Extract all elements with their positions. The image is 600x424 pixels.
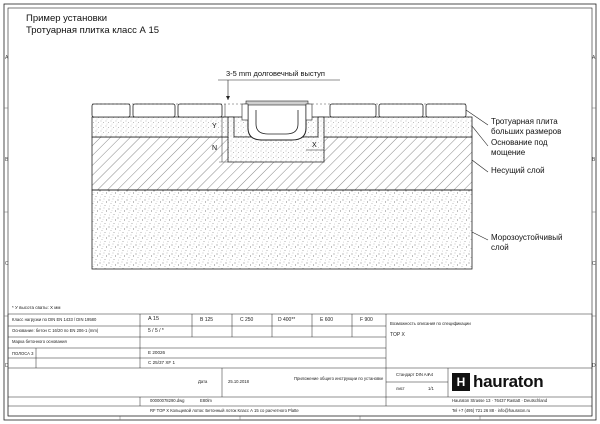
layer-label-bearing: Несущий слой [491, 166, 545, 175]
zone-ticks [4, 107, 596, 420]
logo-wordmark: hauraton [473, 372, 544, 391]
logo-mark: H [452, 373, 470, 391]
margin-letter-left: D [5, 363, 9, 369]
date-label: Дата [198, 379, 208, 384]
row-code: ПОЛОСА 3 [12, 351, 34, 356]
class-cell: D 400** [278, 317, 296, 323]
margin-letter-right: B [592, 157, 596, 163]
drawing-number: 00000078290.dwg [150, 398, 185, 403]
dimension-x: X [312, 142, 317, 149]
layer-label-bedding: мощение [491, 148, 526, 157]
sheet-label: лист [396, 386, 405, 391]
company-address: Hauraton Strasse 13 · 76437 Rastatt · De… [452, 398, 548, 403]
margin-letter-left: C [5, 261, 9, 267]
margin-letter-right: D [592, 363, 596, 369]
footnote: * У высота сваты: Х мм [12, 305, 61, 310]
foundation-label: Основание: бетон C 16/20 по EN 206-1 (mm… [12, 328, 99, 333]
bottom-caption: RF TOP X Кольцевой лоток: Бетонный лоток… [150, 408, 299, 413]
revision: E80lm [200, 398, 212, 403]
row-value: С 25/37 XF 1 [148, 360, 176, 365]
margin-letter-left: B [5, 157, 9, 163]
row-value: Е 20026 [148, 350, 166, 355]
channel-grate [245, 100, 309, 106]
class-cell: B 125 [200, 317, 214, 323]
spec-note: Возможность описания по спецификации [390, 321, 471, 326]
concrete-grade-label: Марка бетонного основания [12, 339, 67, 344]
company-contact: Tel +7 (495) 721 26 88 · info@hauraton.r… [452, 408, 531, 413]
drawing-title: Пример установки [26, 13, 108, 24]
dimension-y: Y [212, 123, 217, 130]
dimension-label: 3-5 mm долговечный выступ [226, 69, 325, 78]
channel-body [247, 104, 307, 141]
foundation-value: 5 / 5 / * [148, 328, 164, 334]
margin-letter-right: C [592, 261, 596, 267]
frost-layer [91, 189, 473, 270]
margin-letter-left: A [5, 55, 9, 61]
drawing-subtitle: Тротуарная плитка класс А 15 [26, 25, 160, 36]
class-cell: C 250 [240, 317, 254, 323]
product-name: TOP X [390, 332, 405, 338]
doc-note: Приложение общего инструкции по установк… [294, 376, 384, 381]
layer-label-bedding: Основание под [491, 138, 548, 147]
load-class-label: Класс нагрузки по DIN EN 1433 / DIN 1958… [12, 317, 97, 322]
date-value: 25.10.2018 [228, 379, 249, 384]
leader-lines [465, 109, 489, 241]
margin-letter-right: A [592, 55, 596, 61]
standard-value: A4 [428, 372, 434, 377]
sheet-value: 1/1 [428, 386, 434, 391]
title-block-grid [7, 313, 593, 417]
hauraton-logo: H hauraton [452, 372, 570, 392]
layer-label-frost: Морозоустойчивый [491, 233, 563, 242]
class-cell: E 600 [320, 317, 334, 323]
layer-label-paving: Тротуарная плита [491, 117, 558, 126]
dimension-n: N [212, 145, 218, 152]
layer-label-frost: слой [491, 243, 509, 252]
class-cell: A 15 [148, 316, 160, 322]
paving-slabs [91, 103, 467, 118]
standard-label: Стандарт DIN A4 [396, 372, 429, 377]
class-cell: F 900 [360, 317, 373, 323]
layer-label-paving: больших размеров [491, 127, 562, 136]
